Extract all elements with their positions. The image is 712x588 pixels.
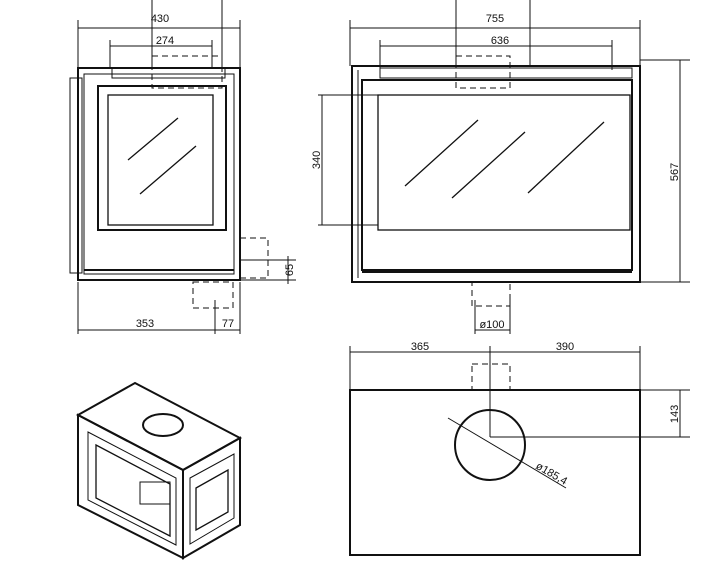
dim-front-inner: 636: [491, 35, 509, 47]
dim-front-width: 755: [486, 13, 504, 25]
dim-side-depth-front: 353: [136, 318, 154, 330]
dim-side-depth-back: 77: [222, 318, 234, 330]
isometric-view: [75, 381, 243, 560]
dim-side-offset: 65: [284, 264, 296, 276]
dim-flue-diameter: ø100: [479, 319, 504, 331]
dim-glass-height: 340: [311, 151, 323, 169]
dim-hole-diameter: ø185,4: [534, 460, 570, 488]
dim-side-inner: 274: [156, 35, 174, 47]
dim-total-height: 567: [669, 163, 681, 181]
front-view: 755 636 340 567 ø100: [311, 0, 690, 334]
dim-top-left: 365: [411, 341, 429, 353]
side-view: 430 274 65 353 77: [69, 0, 296, 334]
dim-top-right: 390: [556, 341, 574, 353]
top-view: 365 390 143 ø185,4: [349, 341, 690, 556]
dim-side-width: 430: [151, 13, 169, 25]
dim-top-depth: 143: [669, 405, 681, 423]
